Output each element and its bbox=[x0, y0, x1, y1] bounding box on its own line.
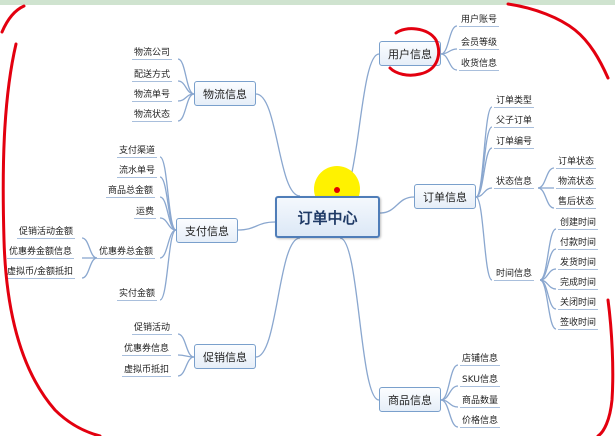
edge-discount-leaf-2 bbox=[81, 257, 98, 279]
leaf-sign-time[interactable]: 签收时间 bbox=[558, 318, 599, 330]
topic-product-info[interactable]: 商品信息 bbox=[379, 387, 441, 412]
leaf-virtual-coin[interactable]: 虚拟币抵扣 bbox=[122, 365, 172, 377]
leaf-logistics-company[interactable]: 物流公司 bbox=[132, 48, 173, 60]
leaf-logistics-state[interactable]: 物流状态 bbox=[132, 110, 173, 122]
root-node[interactable]: 订单中心 bbox=[275, 196, 380, 238]
edge-root-product bbox=[339, 237, 380, 401]
edge-root-logistics bbox=[255, 93, 301, 197]
topic-promotion-info[interactable]: 促销信息 bbox=[194, 344, 256, 369]
leaf-ship-time[interactable]: 发货时间 bbox=[558, 258, 599, 270]
leaf-logistics-number[interactable]: 物流单号 bbox=[132, 90, 173, 102]
topic-order-info[interactable]: 订单信息 bbox=[414, 184, 476, 209]
leaf-order-type[interactable]: 订单类型 bbox=[494, 96, 535, 108]
edge-user-leaf-2 bbox=[440, 53, 458, 71]
leaf-member-level[interactable]: 会员等级 bbox=[459, 38, 500, 50]
edge-promotion-leaf-0 bbox=[177, 333, 195, 358]
edge-status-leaf-2 bbox=[537, 187, 555, 209]
leaf-order-status[interactable]: 订单状态 bbox=[556, 157, 597, 169]
leaf-coupon-info[interactable]: 优惠券信息 bbox=[122, 344, 172, 356]
leaf-parent-child-order[interactable]: 父子订单 bbox=[494, 116, 535, 128]
edge-order-leaf-0 bbox=[475, 106, 493, 198]
edge-order-leaf-2 bbox=[475, 147, 493, 198]
edge-time-leaf-0 bbox=[539, 228, 557, 281]
edge-time-leaf-5 bbox=[539, 279, 557, 330]
top-band bbox=[0, 0, 615, 5]
leaf-order-number[interactable]: 订单编号 bbox=[494, 137, 535, 149]
topic-payment-info[interactable]: 支付信息 bbox=[176, 218, 238, 243]
leaf-pay-time[interactable]: 付款时间 bbox=[558, 238, 599, 250]
edge-discount-leaf-0 bbox=[81, 237, 98, 259]
edge-user-leaf-1 bbox=[440, 48, 458, 55]
leaf-after-sales-status[interactable]: 售后状态 bbox=[556, 197, 597, 209]
leaf-shop-info[interactable]: 店铺信息 bbox=[460, 354, 501, 366]
topic-user-info[interactable]: 用户信息 bbox=[379, 41, 441, 66]
leaf-price-info[interactable]: 价格信息 bbox=[460, 416, 501, 428]
leaf-sku-info[interactable]: SKU信息 bbox=[460, 375, 500, 387]
edge-order-leaf-3 bbox=[475, 187, 493, 198]
leaf-coupon-amount-info[interactable]: 优惠券金额信息 bbox=[7, 247, 75, 259]
subtopic-time-info[interactable]: 时间信息 bbox=[494, 269, 535, 281]
leaf-user-account[interactable]: 用户账号 bbox=[459, 15, 500, 27]
leaf-create-time[interactable]: 创建时间 bbox=[558, 218, 599, 230]
edge-root-payment bbox=[237, 221, 276, 231]
edge-product-leaf-3 bbox=[440, 399, 459, 428]
edge-product-leaf-0 bbox=[440, 364, 459, 401]
leaf-actual-paid[interactable]: 实付金额 bbox=[117, 289, 158, 301]
leaf-shipping-fee[interactable]: 运费 bbox=[134, 207, 157, 219]
edge-root-promotion bbox=[255, 237, 301, 358]
edge-order-leaf-1 bbox=[475, 126, 493, 198]
edge-payment-leaf-1 bbox=[159, 176, 177, 231]
edge-promotion-leaf-2 bbox=[177, 356, 195, 377]
leaf-shipping-info[interactable]: 收货信息 bbox=[459, 59, 500, 71]
leaf-promotion-activity[interactable]: 促销活动 bbox=[132, 323, 173, 335]
edge-user-leaf-0 bbox=[440, 25, 458, 55]
edge-status-leaf-0 bbox=[537, 167, 555, 189]
cursor-dot bbox=[334, 187, 340, 193]
leaf-serial-number[interactable]: 流水单号 bbox=[117, 166, 158, 178]
edge-payment-leaf-5 bbox=[159, 229, 177, 301]
edge-payment-leaf-3 bbox=[159, 217, 177, 231]
subtopic-coupon-total[interactable]: 优惠券总金额 bbox=[97, 247, 156, 259]
leaf-product-quantity[interactable]: 商品数量 bbox=[460, 396, 501, 408]
subtopic-status-info[interactable]: 状态信息 bbox=[494, 177, 535, 189]
leaf-payment-channel[interactable]: 支付渠道 bbox=[117, 146, 158, 158]
leaf-logistics-status[interactable]: 物流状态 bbox=[556, 177, 597, 189]
edge-root-order bbox=[379, 196, 415, 214]
topic-logistics-info[interactable]: 物流信息 bbox=[194, 81, 256, 106]
leaf-complete-time[interactable]: 完成时间 bbox=[558, 278, 599, 290]
leaf-promotion-amount[interactable]: 促销活动金额 bbox=[17, 227, 76, 239]
edge-order-leaf-4 bbox=[475, 196, 493, 281]
leaf-close-time[interactable]: 关闭时间 bbox=[558, 298, 599, 310]
edge-logistics-leaf-0 bbox=[177, 58, 195, 95]
leaf-goods-total[interactable]: 商品总金额 bbox=[106, 186, 156, 198]
leaf-delivery-method[interactable]: 配送方式 bbox=[132, 70, 173, 82]
leaf-virtual-coin-deduction[interactable]: 虚拟币/金额抵扣 bbox=[5, 267, 76, 279]
edge-logistics-leaf-3 bbox=[177, 93, 195, 122]
